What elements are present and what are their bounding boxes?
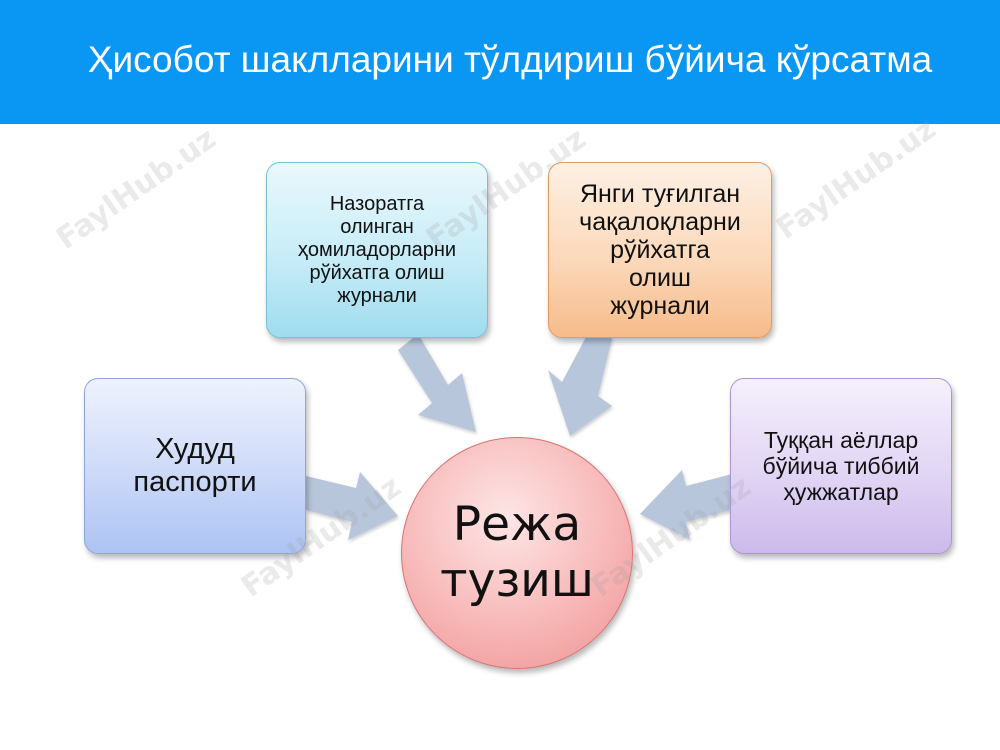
node-line: Назоратга (329, 192, 425, 215)
arrow-top-right (548, 322, 612, 436)
node-line: журнали (337, 284, 417, 307)
arrow-right (640, 470, 732, 540)
node-line: Туққан аёллар (763, 427, 919, 453)
center-node-planning: Режа тузиш (401, 437, 633, 669)
node-line: ҳомиладорларни (297, 238, 457, 261)
arrow-top-left (398, 334, 476, 432)
title-bar (0, 0, 1000, 124)
node-medical-documents: Туққан аёллар бўйича тиббий ҳужжатлар (730, 378, 952, 554)
node-line: паспорти (133, 466, 257, 498)
node-line: бўйича тиббий (762, 453, 920, 479)
node-newborn-journal: Янги туғилган чақалоқларни рўйхатга олиш… (548, 162, 772, 338)
node-area-passport: Худуд паспорти (84, 378, 306, 554)
node-line: олинган (340, 215, 414, 238)
node-line: Янги туғилган (579, 180, 741, 208)
node-line: Худуд (155, 433, 235, 465)
node-pregnancy-journal: Назоратга олинган ҳомиладорларни рўйхатг… (266, 162, 488, 338)
node-line: чақалоқларни (579, 208, 741, 236)
center-line: Режа (452, 497, 582, 552)
node-line: рўйхатга (610, 236, 710, 264)
arrow-left (306, 472, 398, 540)
slide-title: Ҳисобот шаклларини тўлдириш бўйича кўрса… (87, 39, 933, 80)
node-line: журнали (610, 292, 710, 320)
node-line: рўйхатга олиш (309, 261, 445, 284)
center-line: тузиш (440, 553, 594, 608)
node-line: олиш (629, 264, 691, 292)
node-line: ҳужжатлар (783, 479, 899, 505)
